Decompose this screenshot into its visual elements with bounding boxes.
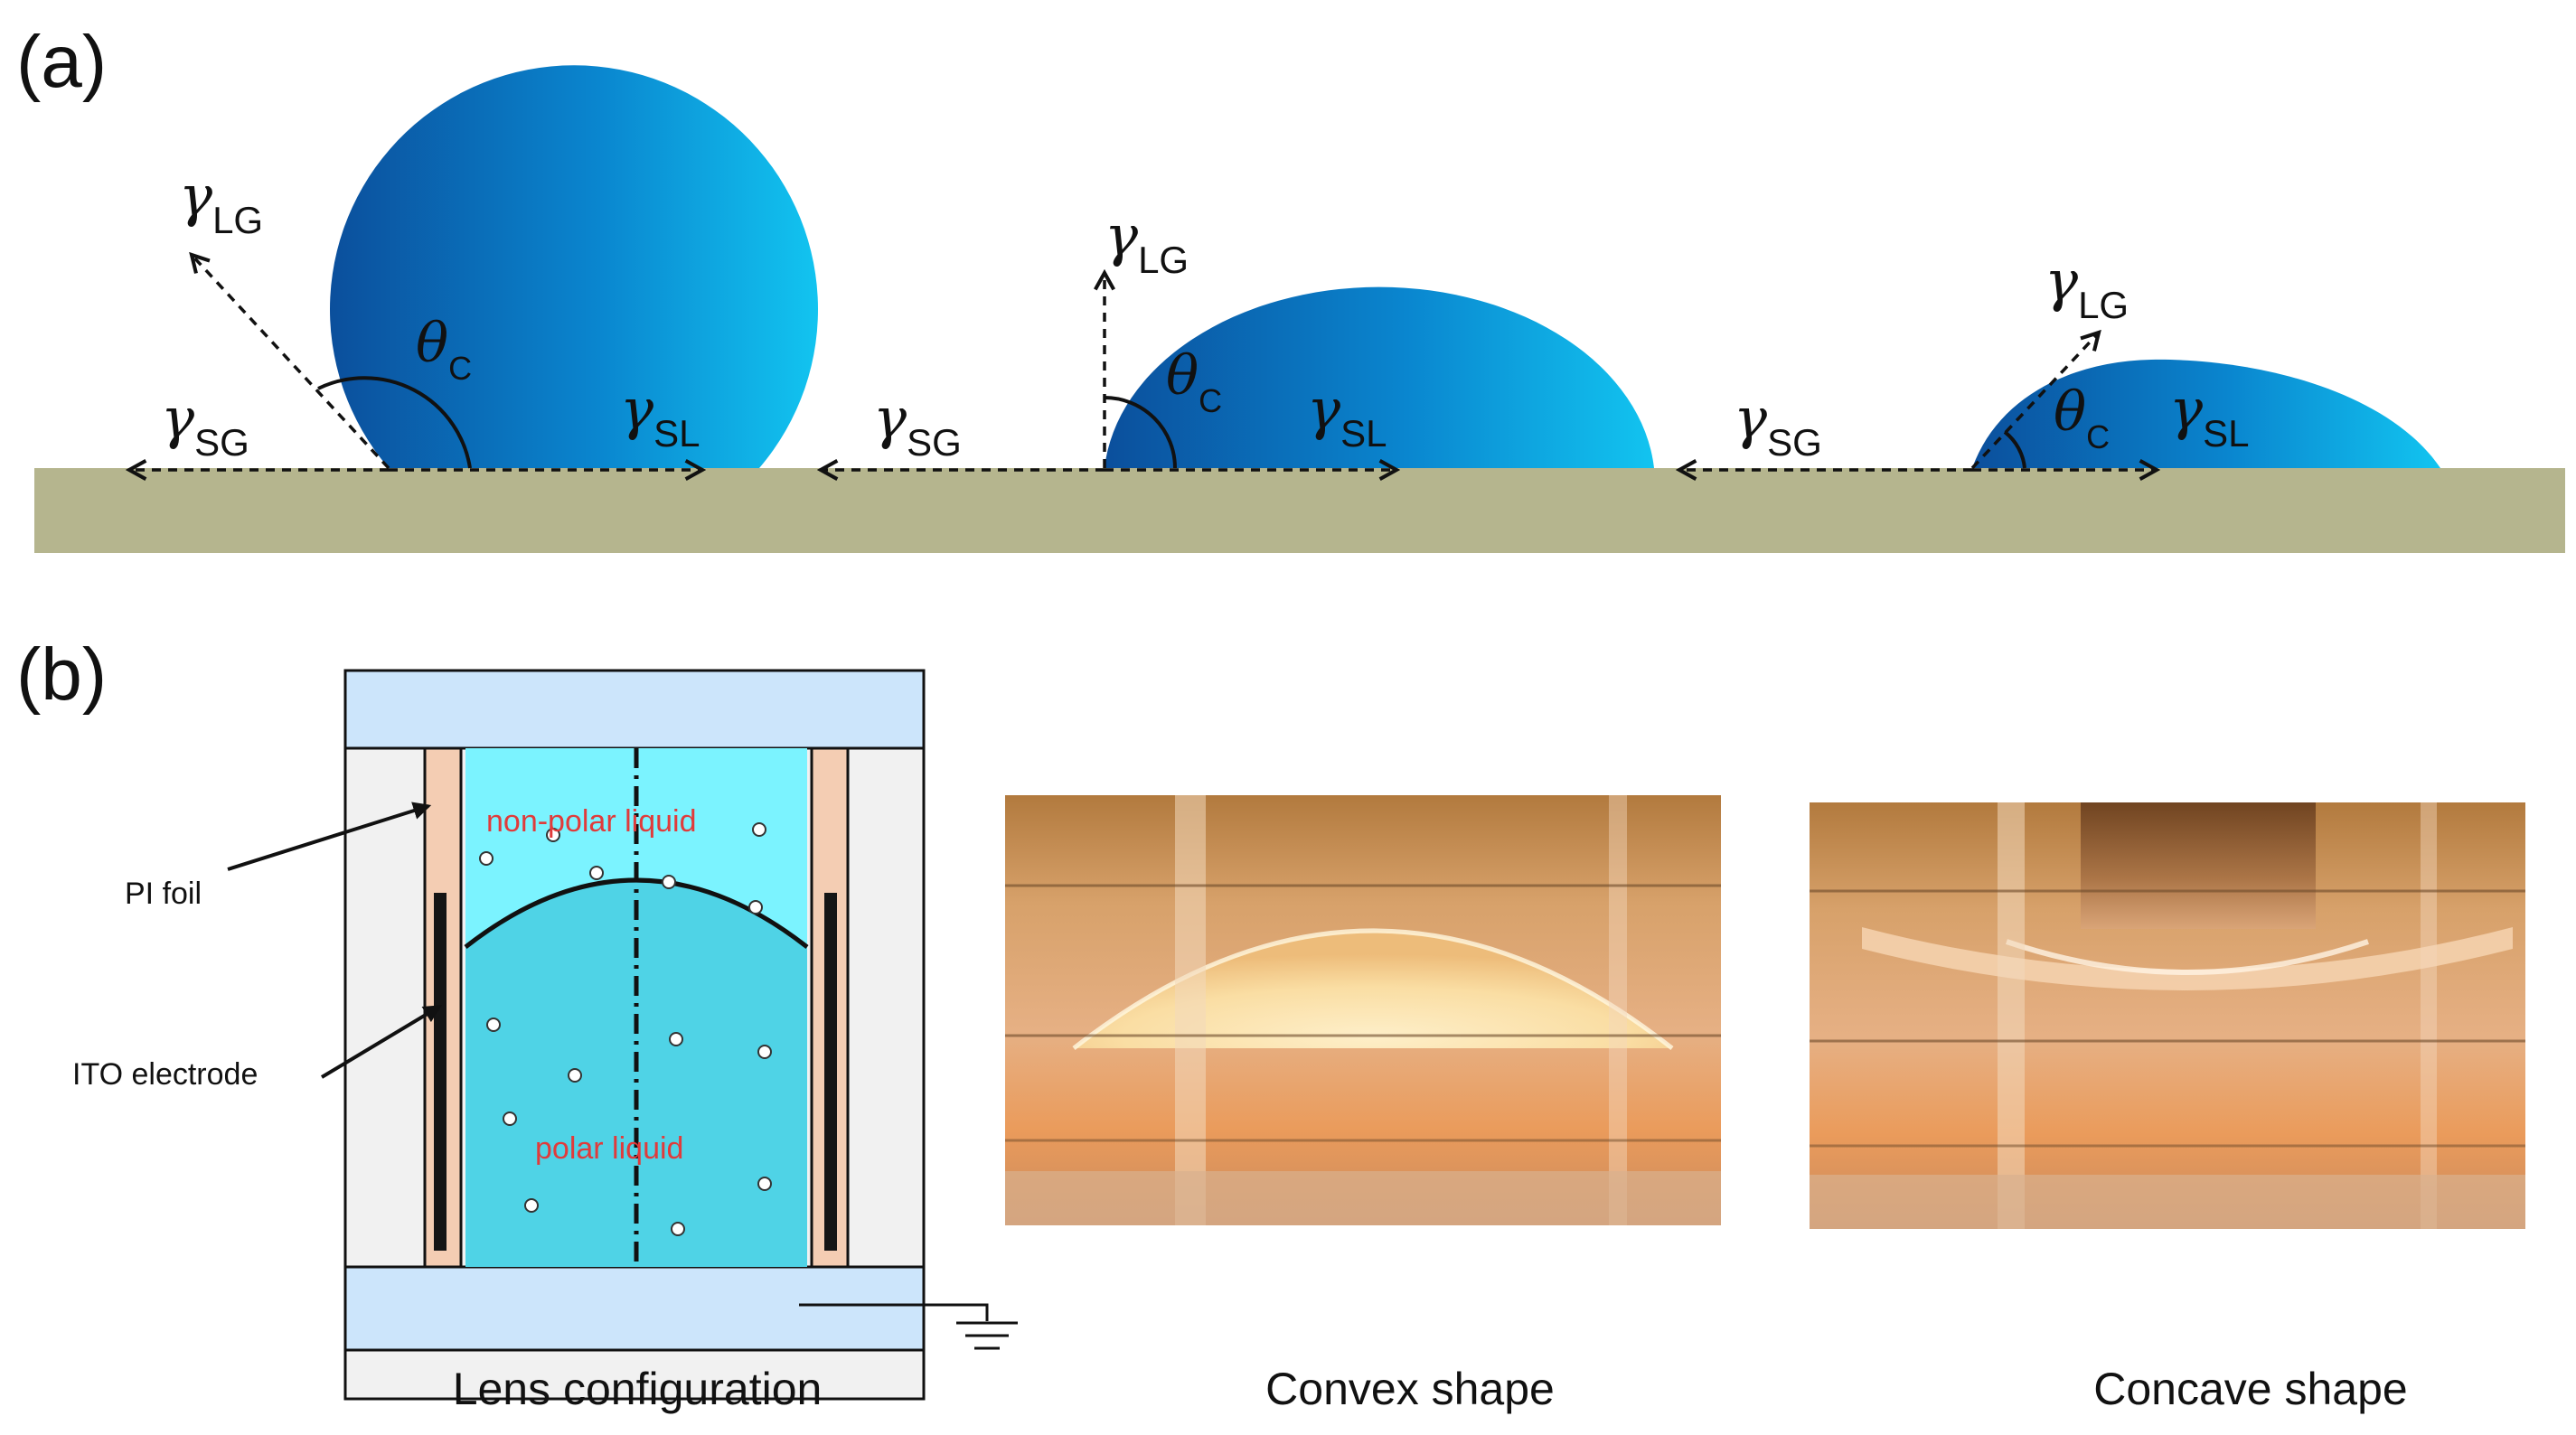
convex-reflection-right bbox=[1609, 795, 1627, 1225]
concave-meniscus-edge bbox=[2006, 939, 2369, 975]
droplet-3: γLG γSG γSL θC bbox=[1679, 248, 2440, 470]
pi-foil-pointer bbox=[227, 802, 432, 871]
concave-bottom-glass bbox=[1810, 1175, 2525, 1229]
gamma-lg-label-3: γLG bbox=[2045, 248, 2129, 326]
caption-convex-shape: Convex shape bbox=[1265, 1364, 1555, 1414]
droplet-3-body bbox=[1972, 359, 2440, 468]
theta-c-label-1: θC bbox=[416, 312, 472, 387]
droplet-2-body bbox=[1105, 286, 1654, 468]
top-window bbox=[343, 669, 926, 750]
gamma-sg-label-2: γSG bbox=[873, 385, 962, 464]
gamma-sl-label-2: γSL bbox=[1307, 376, 1387, 455]
concave-shape-photo bbox=[1810, 802, 2525, 1229]
substrate bbox=[34, 468, 2565, 553]
contact-angle-arc-2 bbox=[1104, 396, 1177, 469]
contact-angle-arc-3 bbox=[2003, 430, 2026, 469]
gamma-lg-label-1: γLG bbox=[179, 163, 263, 241]
gamma-lg-label-2: γLG bbox=[1105, 202, 1189, 281]
polar-liquid-label: polar liquid bbox=[535, 1131, 683, 1166]
polar-liquid-region bbox=[465, 880, 807, 1267]
gamma-sl-label-1: γSL bbox=[620, 376, 700, 455]
gamma-sg-label-3: γSG bbox=[1734, 385, 1822, 464]
concave-reflection-left bbox=[1998, 802, 2025, 1229]
ito-electrode-pointer bbox=[320, 1005, 442, 1079]
droplet-1-body bbox=[330, 65, 818, 468]
caption-lens-configuration: Lens configuration bbox=[453, 1364, 823, 1414]
caption-concave-shape: Concave shape bbox=[2093, 1364, 2407, 1414]
gamma-lg-arrow-3 bbox=[1970, 333, 2099, 470]
gamma-sl-label-3: γSL bbox=[2169, 376, 2249, 455]
ito-electrode-label: ITO electrode bbox=[72, 1057, 258, 1092]
ito-electrode-right bbox=[824, 893, 837, 1251]
convex-bottom-glass bbox=[1005, 1171, 1721, 1225]
droplet-1: γLG γSG γSL θC bbox=[129, 65, 818, 470]
convex-meniscus-edge bbox=[1072, 928, 1674, 1050]
theta-c-label-2: θC bbox=[1166, 344, 1222, 419]
non-polar-liquid-label: non-polar liquid bbox=[486, 804, 697, 839]
ito-electrode-left bbox=[434, 893, 447, 1251]
concave-reflection-right bbox=[2421, 802, 2437, 1229]
droplet-2: γLG γSG γSL θC bbox=[821, 202, 1654, 470]
particles bbox=[479, 822, 772, 1236]
lens-configuration-schematic: non-polar liquid polar liquid PI foil IT… bbox=[72, 669, 1018, 1401]
pi-foil-label: PI foil bbox=[125, 877, 202, 911]
convex-reflection-left bbox=[1175, 795, 1206, 1225]
ground-symbol bbox=[799, 1303, 1018, 1350]
contact-angle-arc-1 bbox=[317, 376, 472, 469]
concave-dark-region bbox=[2081, 802, 2316, 929]
theta-c-label-3: θC bbox=[2054, 380, 2110, 455]
convex-shape-photo bbox=[1005, 795, 1721, 1225]
panel-a-label: (a) bbox=[16, 21, 107, 103]
gamma-sg-label-1: γSG bbox=[161, 385, 249, 464]
bottom-window bbox=[343, 1265, 926, 1352]
panel-b-label: (b) bbox=[16, 633, 107, 716]
